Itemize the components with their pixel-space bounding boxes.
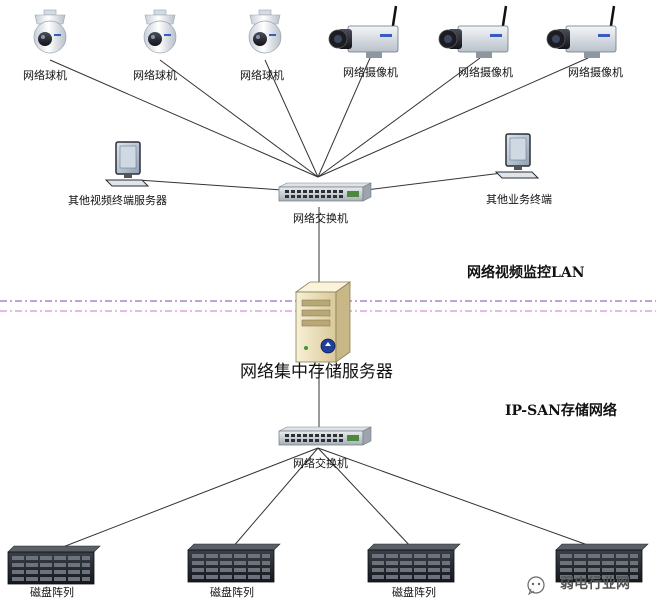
dome-camera-2-label: 网络球机 xyxy=(133,69,177,82)
dome-camera-3-label: 网络球机 xyxy=(240,69,284,82)
san-switch-device xyxy=(278,426,372,446)
box-camera-1-label: 网络摄像机 xyxy=(343,66,398,79)
link-disk-array-3 xyxy=(317,447,413,549)
dome-camera-1-label: 网络球机 xyxy=(23,69,67,82)
storage-server-device xyxy=(294,281,352,363)
san-switch-label: 网络交换机 xyxy=(293,457,348,470)
watermark-text: 弱电行业网 xyxy=(560,576,630,592)
box-camera-2-label: 网络摄像机 xyxy=(458,66,513,79)
terminal-right-computer xyxy=(494,133,540,179)
disk-array-4 xyxy=(555,543,649,583)
dome-camera-2 xyxy=(143,9,177,54)
storage-server-label: 网络集中存储服务器 xyxy=(240,362,393,382)
dome-camera-3 xyxy=(248,9,282,54)
link-box-camera-3 xyxy=(317,57,589,178)
link-box-camera-2 xyxy=(317,57,481,178)
link-disk-array-2 xyxy=(231,447,319,549)
box-camera-2 xyxy=(438,5,509,58)
link-disk-array-4 xyxy=(317,447,597,549)
disk-array-2-label: 磁盘阵列 xyxy=(210,586,254,599)
wechat-logo-icon xyxy=(527,576,545,596)
lan-switch-device xyxy=(278,182,372,202)
link-terminal-left xyxy=(137,179,283,191)
link-dome-camera-3 xyxy=(264,59,319,178)
link-disk-array-1 xyxy=(49,447,319,553)
link-dome-camera-2 xyxy=(159,59,319,178)
link-terminal-right xyxy=(365,171,511,191)
disk-array-3 xyxy=(367,543,461,583)
terminal-right-label: 其他业务终端 xyxy=(486,193,552,206)
box-camera-3 xyxy=(546,5,617,58)
lan-section-title: 网络视频监控LAN xyxy=(467,265,585,281)
lan-switch-label: 网络交换机 xyxy=(293,212,348,225)
terminal-left-computer xyxy=(104,141,150,187)
disk-array-2 xyxy=(187,543,281,583)
san-links xyxy=(49,363,597,553)
terminal-left-label: 其他视频终端服务器 xyxy=(68,194,167,207)
link-box-camera-1 xyxy=(317,57,371,178)
box-camera-1 xyxy=(328,5,399,58)
dome-camera-1 xyxy=(33,9,67,54)
disk-array-1 xyxy=(7,545,101,585)
link-dome-camera-1 xyxy=(49,59,319,178)
disk-array-1-label: 磁盘阵列 xyxy=(30,586,74,599)
lan-links xyxy=(49,57,589,282)
disk-array-3-label: 磁盘阵列 xyxy=(392,586,436,599)
san-section-title: IP-SAN存储网络 xyxy=(505,403,617,419)
box-camera-3-label: 网络摄像机 xyxy=(568,66,623,79)
